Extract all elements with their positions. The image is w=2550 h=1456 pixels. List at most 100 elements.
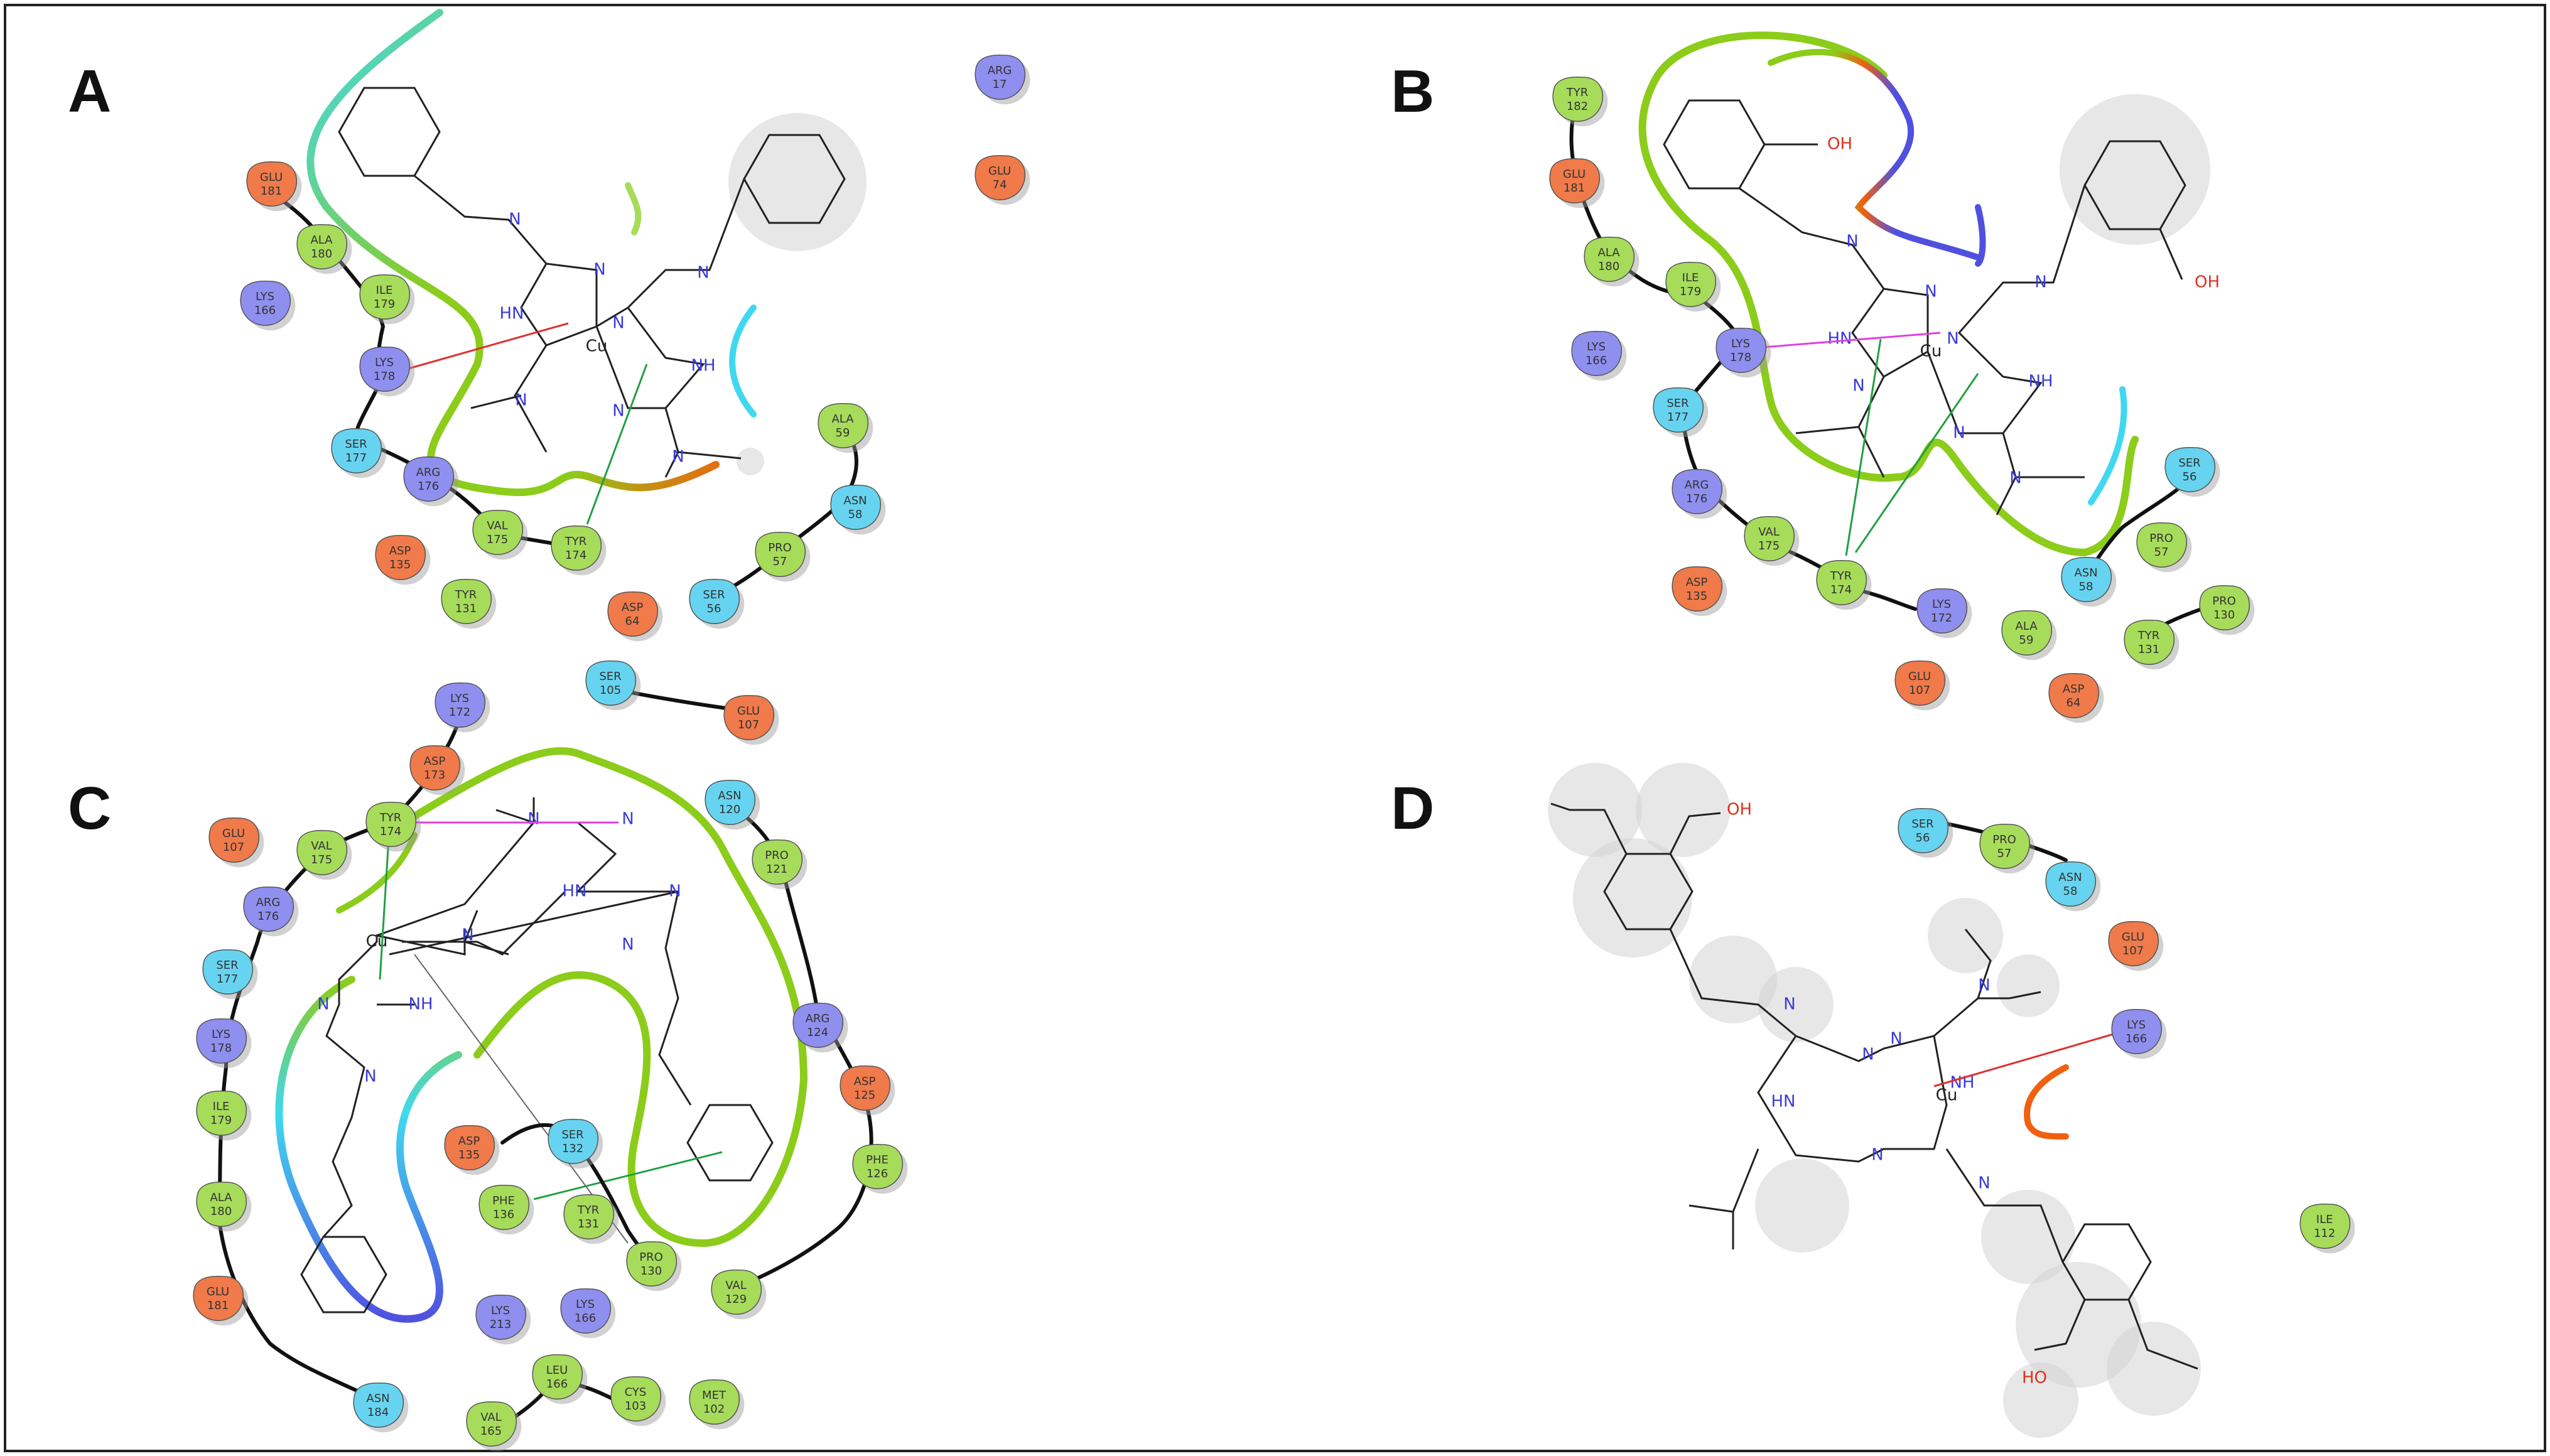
ligand-atom-label: N bbox=[462, 926, 473, 945]
residue-name: ARG bbox=[416, 466, 441, 479]
residue-shape bbox=[975, 154, 1026, 200]
residue-name: PRO bbox=[765, 849, 789, 862]
panel-a: N N HN N Cu N NH N N N bbox=[262, 9, 867, 605]
residue-name: PHE bbox=[492, 1194, 515, 1207]
residue-number: 74 bbox=[993, 178, 1007, 191]
residue-name: LYS bbox=[375, 356, 394, 369]
pocket-contour bbox=[1638, 31, 2139, 557]
residue-name: ASN bbox=[2074, 566, 2097, 580]
residue-number: 131 bbox=[455, 602, 477, 615]
residue-name: ASP bbox=[622, 601, 644, 614]
residue-name: GLU bbox=[988, 164, 1011, 178]
residue-number: 58 bbox=[2079, 580, 2093, 593]
residue-number: 174 bbox=[1830, 583, 1852, 596]
residue-name: SER bbox=[599, 670, 621, 683]
solvent-exposure-shadow bbox=[737, 448, 764, 475]
residue-name: LYS bbox=[2127, 1018, 2146, 1032]
ligand-atom-label: N bbox=[1978, 1174, 1990, 1193]
residue-number: 120 bbox=[719, 803, 740, 816]
pi-stacking-line bbox=[379, 828, 391, 980]
residue-name: MET bbox=[702, 1389, 727, 1402]
ligand-atom-label: NH bbox=[691, 357, 716, 375]
residue-number: 166 bbox=[254, 304, 276, 317]
residue-shape bbox=[2164, 446, 2216, 492]
ligand-atom-label: N bbox=[2009, 469, 2021, 488]
pi-cation-line bbox=[1933, 1028, 2129, 1087]
residue-shape bbox=[975, 54, 1026, 100]
residue-shape bbox=[435, 682, 486, 728]
residue-number: 172 bbox=[1931, 612, 1952, 625]
residue-name: LYS bbox=[212, 1028, 230, 1041]
pocket-contour bbox=[306, 9, 720, 497]
residue-name: SER bbox=[216, 959, 238, 972]
residue-name: TYR bbox=[577, 1204, 600, 1217]
residue-number: 131 bbox=[578, 1217, 599, 1231]
residue-name: TYR bbox=[455, 588, 477, 601]
residue-name: ILE bbox=[2316, 1213, 2333, 1226]
residue-number: 130 bbox=[640, 1265, 662, 1278]
residue-number: 102 bbox=[703, 1403, 725, 1416]
residue-shape bbox=[2045, 861, 2097, 907]
residue-number: 180 bbox=[210, 1205, 232, 1218]
ligand-atom-label: HN bbox=[1771, 1092, 1796, 1111]
solvent-exposure-shadows bbox=[1548, 763, 2201, 1438]
residue-shape bbox=[359, 274, 411, 320]
residue-number: 59 bbox=[2019, 634, 2034, 647]
residue-number: 178 bbox=[1730, 351, 1751, 364]
residue-number: 174 bbox=[565, 549, 586, 562]
residue-name: ALA bbox=[1597, 246, 1620, 259]
ligand-atom-label: OH bbox=[2195, 273, 2220, 292]
figure-border bbox=[4, 4, 2546, 1452]
ligand-atom-label: N bbox=[364, 1067, 376, 1086]
residue-name: ALA bbox=[2015, 620, 2038, 633]
backbone-trace bbox=[1569, 99, 1917, 611]
ligand-atom-label: N bbox=[669, 882, 681, 901]
residue-name: GLU bbox=[737, 704, 760, 718]
pi-stacking-line bbox=[533, 1151, 723, 1200]
ligand-atom-label: NH bbox=[409, 995, 433, 1014]
residue-name: SER bbox=[703, 588, 725, 601]
residue-name: PRO bbox=[639, 1251, 663, 1264]
residue-name: TYR bbox=[2137, 629, 2160, 642]
residue-name: ASN bbox=[843, 494, 867, 507]
residue-shape bbox=[626, 1241, 678, 1286]
ligand-atom-label: N bbox=[515, 391, 527, 410]
residue-number: 125 bbox=[854, 1089, 875, 1102]
residue-number: 166 bbox=[1586, 354, 1607, 367]
ligand-atom-label: N bbox=[593, 261, 605, 279]
residue-name: ASP bbox=[2063, 682, 2085, 696]
residue-shape bbox=[444, 1124, 495, 1170]
residue-name: PRO bbox=[768, 541, 792, 554]
ligand-structure bbox=[1663, 99, 2186, 515]
ligand-atom-label: N bbox=[317, 995, 329, 1014]
ligand-atom-label: OH bbox=[1727, 801, 1752, 819]
ligand-atom-label: Cu bbox=[1920, 342, 1942, 361]
ligand-structure bbox=[300, 797, 774, 1313]
residue-number: 176 bbox=[418, 480, 439, 493]
residue-shape bbox=[1744, 515, 1795, 561]
residue-shape bbox=[551, 525, 602, 571]
ligand-atom-label: N bbox=[697, 264, 709, 283]
pocket-contour-piece bbox=[1975, 204, 1986, 267]
ligand-structure bbox=[1550, 802, 2198, 1370]
residue-name: ASP bbox=[389, 544, 411, 558]
residue-shape bbox=[1552, 76, 1604, 122]
